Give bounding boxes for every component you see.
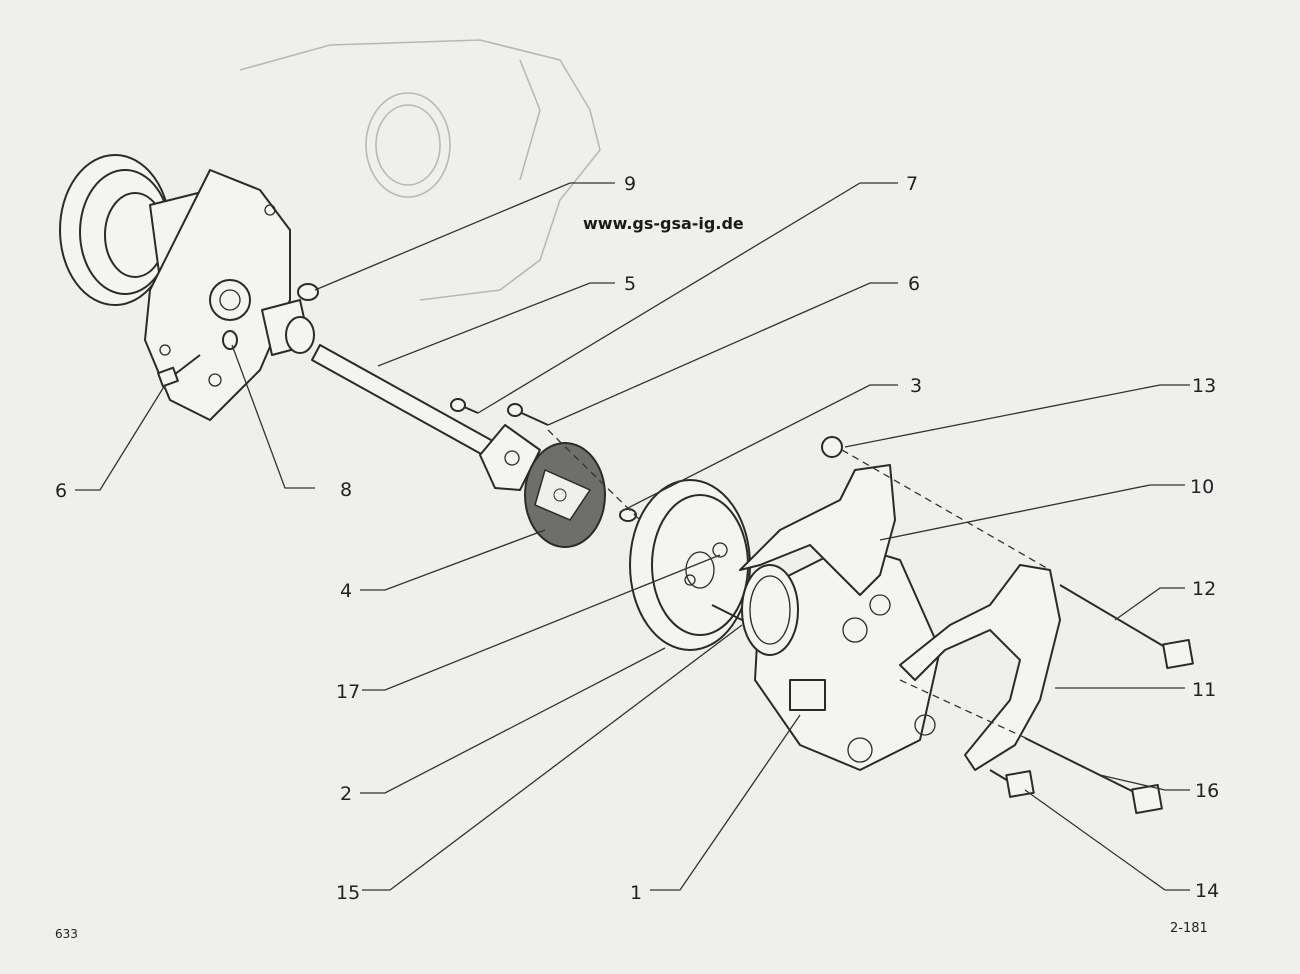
callout-3: 3 <box>910 375 922 397</box>
callout-1: 1 <box>630 882 642 904</box>
callout-11: 11 <box>1192 679 1216 701</box>
callout-2: 2 <box>340 783 352 805</box>
callout-13: 13 <box>1192 375 1216 397</box>
bolt-left <box>157 354 201 388</box>
bracket-10 <box>739 464 896 596</box>
page-number-left: 633 <box>55 927 78 941</box>
flexible-coupling <box>524 442 606 548</box>
alignment-lines <box>547 429 1051 741</box>
callout-6-right: 6 <box>908 273 920 295</box>
callout-17: 17 <box>336 681 360 703</box>
callout-9: 9 <box>624 173 636 195</box>
leader-lines <box>75 182 1190 891</box>
callout-14: 14 <box>1195 880 1219 902</box>
flange-bolts <box>450 398 549 426</box>
nut-13 <box>821 436 843 458</box>
nut-9 <box>297 283 319 301</box>
pump-body <box>741 544 941 771</box>
callout-8: 8 <box>340 479 352 501</box>
callout-7: 7 <box>906 173 918 195</box>
pump-pulley <box>629 479 751 651</box>
callout-12: 12 <box>1192 578 1216 600</box>
page-number-right: 2-181 <box>1170 921 1208 936</box>
stud-15 <box>711 604 743 621</box>
callout-16: 16 <box>1195 780 1219 802</box>
bracket-11 <box>899 564 1061 771</box>
callout-5: 5 <box>624 273 636 295</box>
callout-4: 4 <box>340 580 352 602</box>
bolt-14 <box>989 769 1035 798</box>
watermark-url: www.gs-gsa-ig.de <box>583 214 744 233</box>
callout-labels: 9 7 5 6 3 13 10 12 11 16 14 1 15 2 17 4 … <box>55 173 1219 904</box>
long-bolts <box>1024 584 1194 815</box>
callout-15: 15 <box>336 882 360 904</box>
callout-6-left: 6 <box>55 480 67 502</box>
drive-shaft <box>261 299 501 461</box>
callout-10: 10 <box>1190 476 1214 498</box>
engine-block-outline <box>239 39 601 301</box>
washer <box>222 330 238 350</box>
